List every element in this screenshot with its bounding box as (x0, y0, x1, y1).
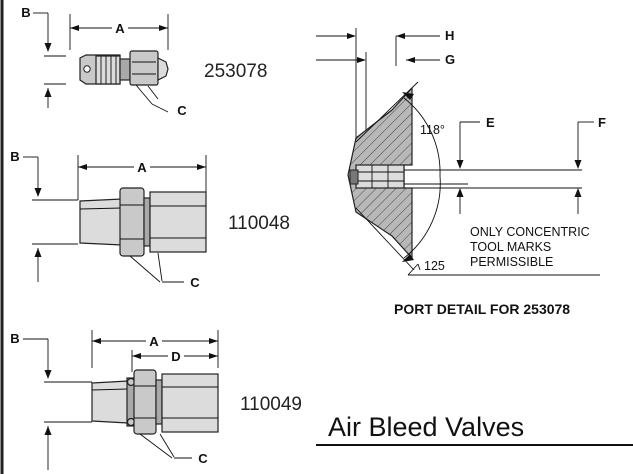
part-number-253078: 253078 (204, 61, 267, 82)
label-e: E (486, 115, 495, 130)
page-title: Air Bleed Valves (328, 412, 524, 442)
port-detail: H G 118° E F (316, 28, 606, 317)
dim-a-label: A (115, 21, 125, 36)
dim-b-label: B (10, 331, 19, 346)
port-detail-caption: PORT DETAIL FOR 253078 (394, 301, 570, 317)
dim-b-label: B (21, 5, 30, 20)
dim-c-label: C (190, 275, 200, 290)
valve-110049: A D B C 110049 (10, 330, 302, 470)
dim-a-label: A (137, 160, 147, 175)
note-line-2: TOOL MARKS (470, 240, 551, 254)
dim-c-label: C (177, 103, 187, 118)
valve-110048: A B C 110048 (10, 149, 290, 290)
note-line-1: ONLY CONCENTRIC (470, 225, 590, 239)
dim-c-label: C (198, 451, 208, 466)
bleed-hole (83, 65, 91, 73)
dim-a-label: A (149, 334, 159, 349)
note-line-3: PERMISSIBLE (470, 255, 553, 269)
label-g: G (445, 52, 455, 67)
label-h: H (445, 28, 454, 43)
dim-b-label: B (10, 149, 19, 164)
surface-finish: 125 (424, 259, 445, 273)
label-f: F (598, 115, 606, 130)
part-number-110049: 110049 (240, 394, 302, 415)
dim-d-label: D (171, 349, 180, 364)
valve-253078: A B C 253078 (21, 5, 267, 118)
angle-118: 118° (420, 123, 445, 137)
part-number-110048: 110048 (228, 213, 290, 234)
